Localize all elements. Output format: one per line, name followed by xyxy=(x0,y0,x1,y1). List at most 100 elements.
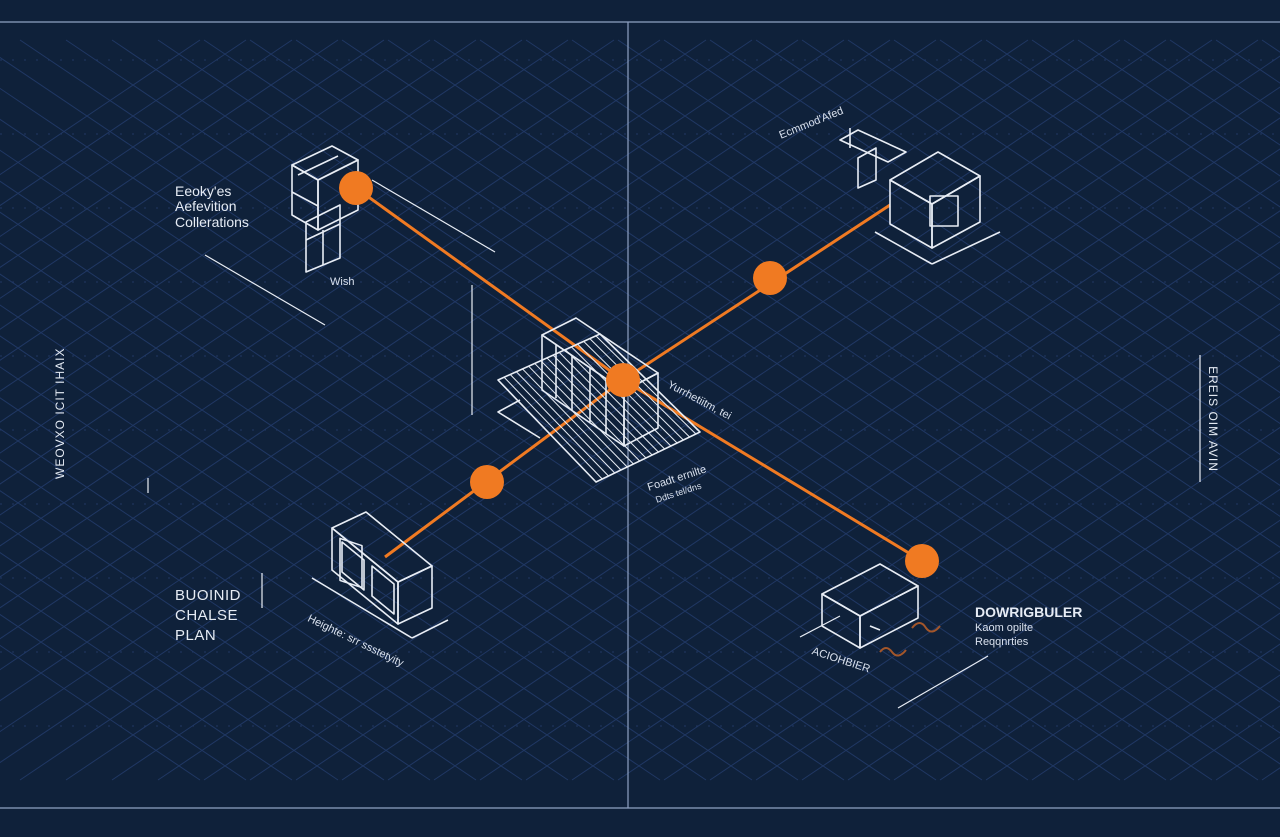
ornament-1-icon xyxy=(911,622,941,633)
grid-line xyxy=(801,39,1280,363)
grid-line xyxy=(709,395,1280,781)
grid-line xyxy=(893,39,1280,301)
grid-line xyxy=(0,39,431,330)
lower-left-node xyxy=(470,465,504,499)
top-left-note-line-1: Eeoky'es xyxy=(175,183,232,199)
right-bottom-sub-line-2: Reqqnrties xyxy=(975,636,1029,648)
grid-line xyxy=(847,488,1280,781)
right-bottom-sub-line-1: Kaom opilte xyxy=(975,622,1034,634)
grid-line xyxy=(249,86,1280,781)
grid-line xyxy=(0,39,799,578)
lower-right-node xyxy=(905,544,939,578)
frame-lines xyxy=(0,21,1280,809)
grid-line xyxy=(387,179,1280,781)
connector-center-to-lower-left xyxy=(384,378,624,559)
dim-line-right-bottom xyxy=(897,655,989,709)
grid-line xyxy=(0,39,753,547)
grid-line xyxy=(157,39,1259,781)
top-right-machine-icon xyxy=(839,128,1001,265)
hatch-line xyxy=(595,335,697,435)
grid-line xyxy=(1169,39,1280,115)
hatch-line xyxy=(528,365,628,468)
top-left-note-line-2: Aefevition xyxy=(175,198,237,214)
grid-line xyxy=(617,334,1280,781)
connector-top-left-to-center xyxy=(355,186,624,382)
grid-line xyxy=(0,39,477,361)
grid-line xyxy=(0,39,569,423)
top-left-note-line-3: Collerations xyxy=(175,214,249,230)
grid-line xyxy=(1077,39,1280,177)
dim-line-right-bottom-2 xyxy=(799,615,841,638)
top-right-node xyxy=(753,261,787,295)
grid-line xyxy=(0,613,247,781)
lower-left-cabinet-icon xyxy=(311,511,449,639)
hatch-line xyxy=(509,374,609,477)
grid-line xyxy=(801,457,1280,781)
dim-line-top-left xyxy=(204,254,326,326)
hatch-line xyxy=(546,357,647,459)
left-bottom-title-line-2: CHALSE xyxy=(175,607,239,624)
grid-line xyxy=(755,426,1280,781)
grid-line xyxy=(1215,39,1280,84)
grid-line xyxy=(1169,705,1280,781)
grid-line xyxy=(939,550,1280,781)
top-left-tower-icon xyxy=(291,145,359,273)
grid-line xyxy=(479,39,1280,579)
hatch-line xyxy=(503,376,603,480)
grid-line xyxy=(0,366,615,781)
grid-line xyxy=(0,552,339,781)
grid-line xyxy=(0,428,523,781)
grid-line xyxy=(0,582,293,781)
grid-line xyxy=(663,364,1280,781)
grid-line xyxy=(0,459,477,781)
grid-line xyxy=(0,39,983,702)
grid-line xyxy=(0,39,1075,764)
grid-line xyxy=(893,519,1280,781)
connector-center-to-top-right xyxy=(622,203,891,382)
grid-line xyxy=(0,39,293,238)
grid-line xyxy=(0,490,431,781)
grid-line xyxy=(203,39,1280,765)
grid-line xyxy=(1215,736,1280,781)
buildings xyxy=(291,128,1001,649)
grid-line xyxy=(203,55,1280,781)
grid-line xyxy=(0,180,891,781)
top-left-caption: Wish xyxy=(330,276,355,288)
lower-right-shed-icon xyxy=(821,563,919,649)
grid-line xyxy=(1077,643,1280,781)
ornament-2-icon xyxy=(879,647,907,657)
center-node xyxy=(606,363,640,397)
grid-line xyxy=(0,304,707,781)
grid-line xyxy=(0,39,339,268)
grid-line xyxy=(0,39,247,207)
grid-line xyxy=(1031,612,1280,781)
grid-line xyxy=(0,56,1075,781)
grid-line xyxy=(0,39,845,609)
grid-line xyxy=(709,39,1280,425)
grid-line xyxy=(0,39,1029,733)
grid-line xyxy=(663,39,1280,456)
grid-line xyxy=(0,39,523,392)
hatch-line xyxy=(558,352,659,453)
grid-line xyxy=(939,39,1280,270)
grid-line xyxy=(1123,674,1280,781)
hatch-line xyxy=(589,338,690,438)
grid-line xyxy=(1031,39,1280,208)
bronze-details xyxy=(879,622,941,657)
grid-line xyxy=(0,39,615,454)
grid-line xyxy=(0,39,937,671)
hatch-line xyxy=(522,368,622,471)
grid-line xyxy=(0,397,569,781)
hatch-line xyxy=(497,379,597,483)
grid-line xyxy=(1123,39,1280,146)
isometric-grid xyxy=(0,39,1280,781)
grid-line xyxy=(0,39,201,176)
grid-line xyxy=(0,521,385,781)
grid-line xyxy=(0,39,707,516)
grid-line xyxy=(847,39,1280,332)
grid-line xyxy=(985,39,1280,239)
grid-line xyxy=(0,335,661,781)
hatch-line xyxy=(552,354,653,456)
